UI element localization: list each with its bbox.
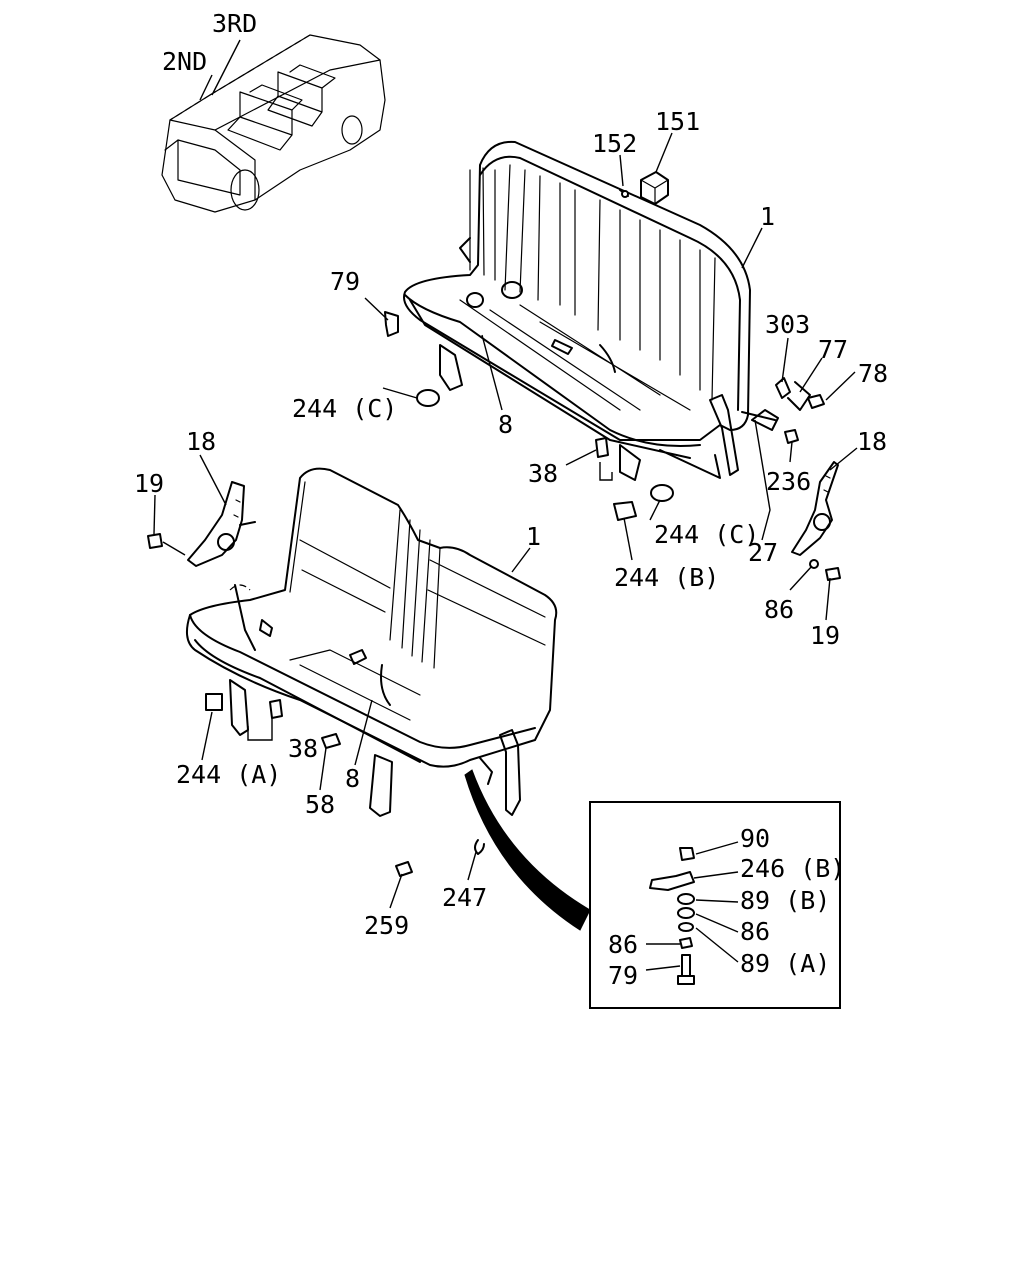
- part-58-plug: [321, 733, 341, 749]
- third-row-seat-illustration: [403, 140, 779, 481]
- label-3rd-row: 3RD: [212, 9, 257, 38]
- part-151-cap: [640, 171, 669, 205]
- part-19-bolt-right: [825, 567, 841, 581]
- callout-89a: 89 (A): [740, 949, 830, 978]
- part-77-bracket: [787, 381, 811, 411]
- callout-86-detail-left: 86: [608, 930, 638, 959]
- callout-246b: 246 (B): [740, 854, 845, 883]
- part-244b-block: [613, 501, 637, 521]
- callout-8-lower: 8: [345, 764, 360, 793]
- leader-lines: [153, 132, 858, 971]
- callout-259: 259: [364, 911, 409, 940]
- callout-8-upper: 8: [498, 410, 513, 439]
- callout-19-left: 19: [134, 469, 164, 498]
- callout-38-lower: 38: [288, 734, 318, 763]
- callout-247: 247: [442, 883, 487, 912]
- callout-18-right: 18: [857, 427, 887, 456]
- callout-86-detail-right: 86: [740, 917, 770, 946]
- callout-152: 152: [592, 129, 637, 158]
- callout-303: 303: [765, 310, 810, 339]
- detail-assembly: [649, 847, 695, 985]
- callout-79-upper: 79: [330, 267, 360, 296]
- part-259-clip: [395, 861, 413, 877]
- callout-79-detail: 79: [608, 961, 638, 990]
- part-18-recliner-right: [791, 461, 839, 556]
- part-38-bolt-upper: [595, 437, 609, 458]
- callout-236: 236: [766, 467, 811, 496]
- third-row-seat-icon: [267, 64, 336, 127]
- callout-1-lower: 1: [526, 522, 541, 551]
- callout-27: 27: [748, 538, 778, 567]
- part-79-clip-upper: [384, 311, 399, 337]
- label-2nd-row: 2ND: [162, 47, 207, 76]
- callout-151: 151: [655, 107, 700, 136]
- callout-90: 90: [740, 824, 770, 853]
- detail-pointer: [464, 769, 591, 931]
- part-78-bolt: [807, 394, 825, 409]
- callout-38-upper: 38: [528, 459, 558, 488]
- van-locator-illustration: [161, 34, 386, 213]
- callout-1-upper: 1: [760, 202, 775, 231]
- part-244a-block: [205, 693, 223, 711]
- callout-86-right: 86: [764, 595, 794, 624]
- callout-19-right: 19: [810, 621, 840, 650]
- part-244c-cap-right: [650, 484, 674, 502]
- part-247-clip: [474, 839, 485, 855]
- callout-244b: 244 (B): [614, 563, 719, 592]
- second-row-seat-illustration: [185, 467, 558, 817]
- part-152-screw: [619, 189, 629, 198]
- callout-244c-right: 244 (C): [654, 520, 759, 549]
- callout-244a: 244 (A): [176, 760, 281, 789]
- callout-18-left: 18: [186, 427, 216, 456]
- callout-78: 78: [858, 359, 888, 388]
- part-303-washer: [775, 377, 791, 399]
- callout-89b: 89 (B): [740, 886, 830, 915]
- part-38-bolt-lower: [269, 699, 283, 719]
- callout-77: 77: [818, 335, 848, 364]
- callout-244c-left: 244 (C): [292, 394, 397, 423]
- part-18-recliner-left: [187, 481, 256, 567]
- detail-box: [589, 801, 841, 1009]
- part-19-bolt-left: [147, 533, 163, 549]
- callout-58: 58: [305, 790, 335, 819]
- part-244c-cap-left: [416, 389, 440, 407]
- second-row-seat-icon: [227, 84, 303, 151]
- part-236-nut: [784, 429, 799, 444]
